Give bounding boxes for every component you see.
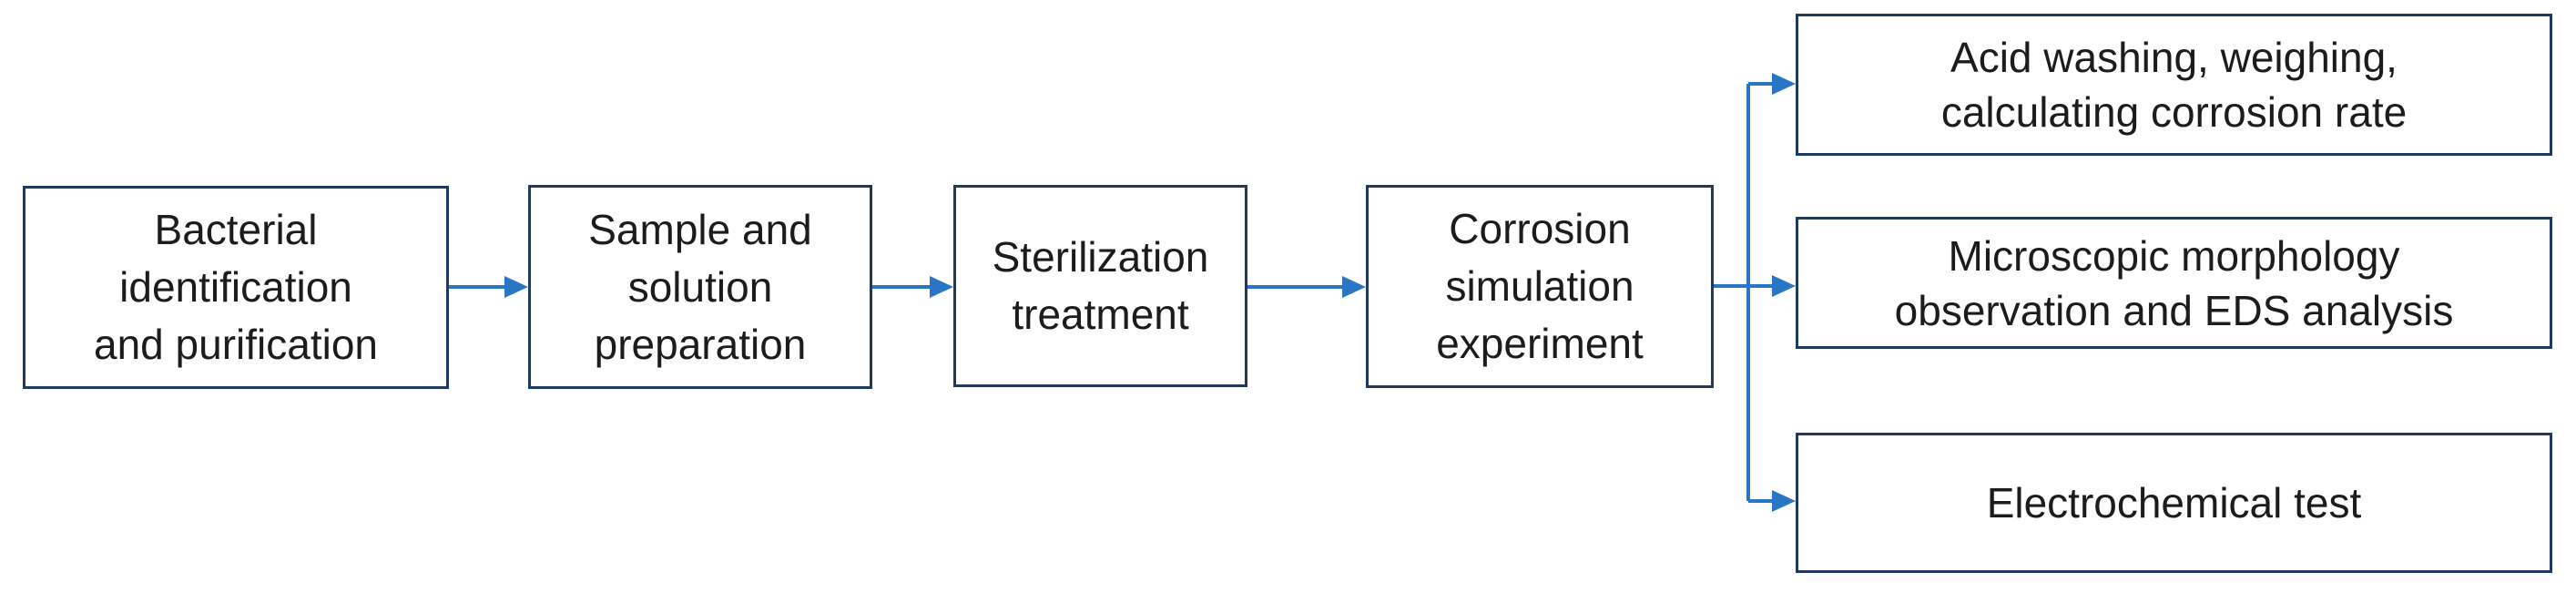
node-corrosion-simulation-experiment: Corrosion simulation experiment — [1366, 185, 1714, 388]
node-text-line: simulation — [1445, 262, 1634, 310]
node-text-line: treatment — [1012, 291, 1189, 338]
node-text-line: and purification — [94, 321, 378, 368]
node-text-line: Microscopic morphology — [1948, 231, 2400, 280]
node-text-line: solution — [627, 262, 773, 311]
node-text-line: preparation — [594, 320, 807, 368]
arrowhead-corrosion-to-microscopic — [1772, 275, 1796, 297]
node-bacterial-identification: Bacterial identification and purificatio… — [23, 186, 449, 389]
node-text-line: experiment — [1436, 320, 1644, 367]
node-text-line: observation and EDS analysis — [1894, 286, 2454, 334]
node-text-line: Sterilization — [992, 233, 1209, 281]
node-text-line: Acid washing, weighing, — [1950, 34, 2398, 81]
node-text-line: Bacterial — [154, 206, 318, 253]
arrowhead-sterilization-to-corrosion — [1342, 276, 1366, 298]
node-sample-solution-preparation: Sample and solution preparation — [528, 185, 872, 389]
arrowhead-bacterial-to-sample — [504, 276, 528, 298]
node-text-line: Electrochemical test — [1986, 478, 2362, 527]
node-acid-washing-corrosion-rate: Acid washing, weighing, calculating corr… — [1796, 14, 2552, 156]
node-electrochemical-test: Electrochemical test — [1796, 433, 2552, 573]
node-text-line: identification — [119, 263, 352, 311]
node-sterilization-treatment: Sterilization treatment — [953, 185, 1247, 387]
arrowhead-corrosion-to-acid-washing — [1772, 73, 1796, 95]
node-text-line: calculating corrosion rate — [1940, 88, 2408, 136]
node-text-line: Corrosion — [1449, 205, 1631, 252]
arrowhead-sample-to-sterilization — [930, 276, 953, 298]
arrowhead-corrosion-to-electrochemical — [1772, 490, 1796, 512]
node-microscopic-morphology-eds: Microscopic morphology observation and E… — [1796, 217, 2552, 349]
node-text-line: Sample and — [588, 205, 812, 253]
